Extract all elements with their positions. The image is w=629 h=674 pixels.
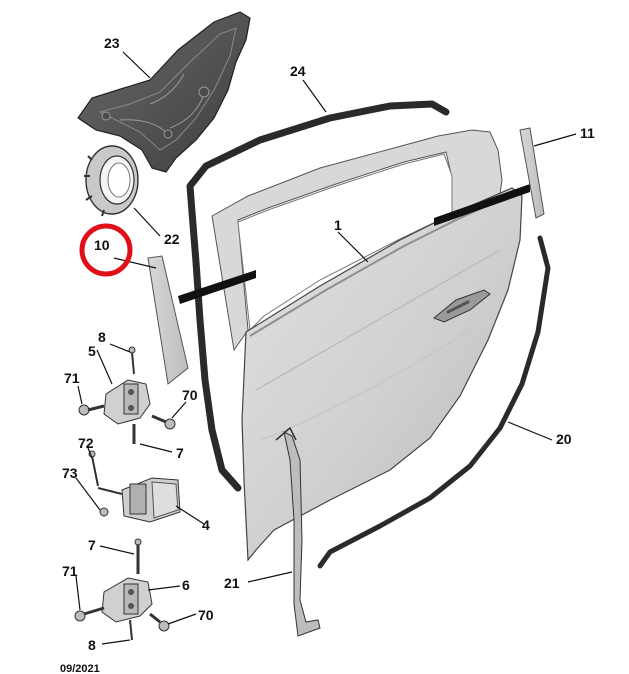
callout-70-lower: 70 [198, 607, 214, 623]
lower-seal-part-20 [317, 235, 551, 569]
lower-hinge-part-6 [101, 577, 153, 623]
callout-70-upper: 70 [182, 387, 198, 403]
trim-arrow-upper [434, 184, 530, 226]
callout-20: 20 [556, 431, 572, 447]
callout-71-lower: 71 [62, 563, 78, 579]
pillar-trim-part-11 [519, 127, 545, 219]
speaker-ring-part-22 [84, 145, 139, 217]
front-seal-part-21 [275, 426, 321, 637]
callout-73: 73 [62, 465, 78, 481]
inner-trim-panel-part-23 [77, 11, 251, 173]
callout-7-upper: 7 [176, 445, 184, 461]
callout-7-lower: 7 [88, 537, 96, 553]
callout-24: 24 [290, 63, 306, 79]
door-seal-part-24 [186, 100, 450, 492]
callout-8-lower: 8 [88, 637, 96, 653]
door-shell-part-1 [211, 129, 523, 562]
callout-6: 6 [182, 577, 190, 593]
callout-1: 1 [334, 217, 342, 233]
callout-23: 23 [104, 35, 120, 51]
footer-date: 09/2021 [60, 663, 100, 674]
callout-8-upper: 8 [98, 329, 106, 345]
callout-labels: 23 24 11 22 1 10 8 5 71 70 20 72 7 73 4 … [62, 35, 595, 653]
middle-hinge-part-4 [121, 477, 181, 523]
callout-21: 21 [224, 575, 240, 591]
pillar-trim-part-10 [147, 255, 189, 385]
callout-4: 4 [202, 517, 210, 533]
callout-10: 10 [94, 237, 110, 253]
callout-22: 22 [164, 231, 180, 247]
fasteners [74, 346, 176, 641]
callout-5: 5 [88, 343, 96, 359]
callout-11: 11 [580, 125, 595, 141]
upper-hinge-part-5 [103, 379, 151, 425]
callout-71-upper: 71 [64, 370, 80, 386]
leader-lines [75, 51, 577, 645]
callout-72: 72 [78, 435, 94, 451]
trim-arrow-lower [178, 270, 256, 304]
highlight-circle-part-10 [79, 223, 133, 277]
